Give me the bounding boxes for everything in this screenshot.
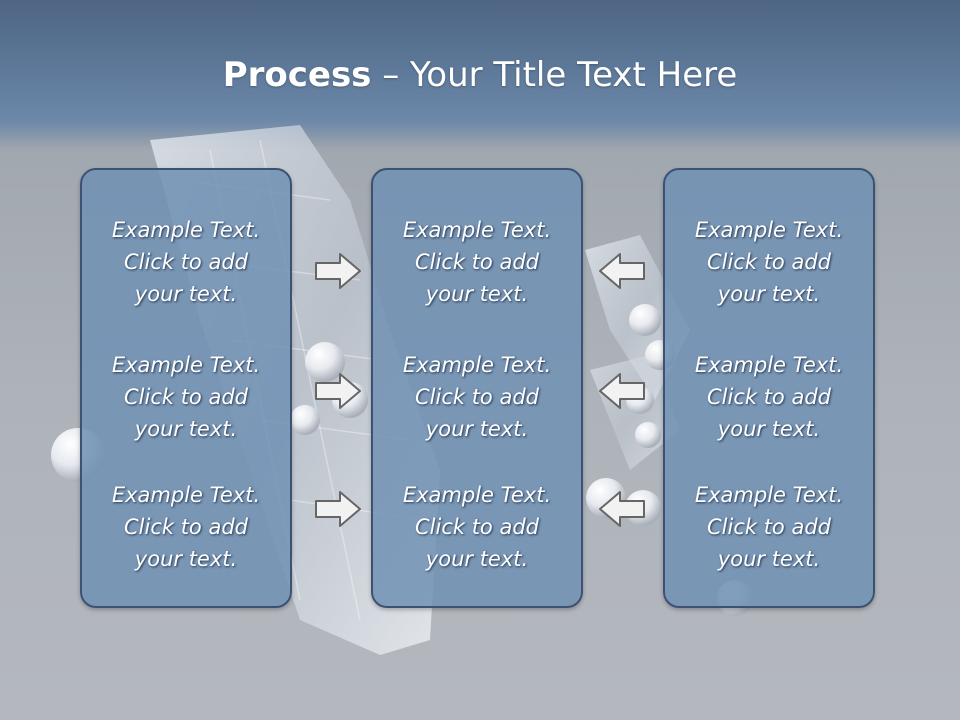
text-line: Example Text. — [694, 483, 844, 507]
arrow-left-icon[interactable] — [598, 371, 646, 411]
title-bold: Process — [222, 55, 372, 95]
text-item[interactable]: Example Text. Click to add your text. — [82, 214, 290, 310]
text-line: Click to add — [706, 515, 831, 539]
text-line: your text. — [717, 282, 821, 306]
pearl-shape — [290, 405, 320, 435]
process-box-left[interactable]: Example Text. Click to add your text. Exam… — [80, 168, 292, 608]
text-item[interactable]: Example Text. Click to add your text. — [82, 349, 290, 445]
text-line: Click to add — [123, 385, 248, 409]
text-line: your text. — [717, 417, 821, 441]
text-line: Example Text. — [111, 483, 261, 507]
text-item[interactable]: Example Text. Click to add your text. — [373, 479, 581, 575]
text-line: your text. — [134, 417, 238, 441]
text-line: Example Text. — [402, 483, 552, 507]
text-line: Example Text. — [402, 353, 552, 377]
title-rest: – Your Title Text Here — [371, 55, 738, 95]
text-line: Example Text. — [111, 218, 261, 242]
arrow-right-icon[interactable] — [314, 251, 362, 291]
title-band — [0, 0, 960, 150]
process-box-center[interactable]: Example Text. Click to add your text. Exam… — [371, 168, 583, 608]
text-item[interactable]: Example Text. Click to add your text. — [82, 479, 290, 575]
pearl-shape — [305, 342, 345, 382]
text-line: Example Text. — [111, 353, 261, 377]
text-item[interactable]: Example Text. Click to add your text. — [373, 349, 581, 445]
text-item[interactable]: Example Text. Click to add your text. — [665, 349, 873, 445]
text-line: Example Text. — [694, 218, 844, 242]
arrow-right-icon[interactable] — [314, 371, 362, 411]
text-line: your text. — [425, 282, 529, 306]
text-item[interactable]: Example Text. Click to add your text. — [665, 479, 873, 575]
slide-title[interactable]: Process – Your Title Text Here — [0, 50, 960, 100]
arrow-left-icon[interactable] — [598, 489, 646, 529]
text-item[interactable]: Example Text. Click to add your text. — [665, 214, 873, 310]
process-box-right[interactable]: Example Text. Click to add your text. Exam… — [663, 168, 875, 608]
pearl-shape — [635, 422, 661, 448]
text-line: your text. — [425, 547, 529, 571]
text-line: Example Text. — [402, 218, 552, 242]
text-line: Click to add — [123, 250, 248, 274]
text-line: your text. — [425, 417, 529, 441]
text-line: Click to add — [414, 385, 539, 409]
text-line: Click to add — [123, 515, 248, 539]
text-item[interactable]: Example Text. Click to add your text. — [373, 214, 581, 310]
text-line: your text. — [134, 547, 238, 571]
text-line: Click to add — [706, 385, 831, 409]
text-line: your text. — [134, 282, 238, 306]
arrow-left-icon[interactable] — [598, 251, 646, 291]
text-line: Example Text. — [694, 353, 844, 377]
text-line: your text. — [717, 547, 821, 571]
pearl-shape — [629, 304, 661, 336]
text-line: Click to add — [706, 250, 831, 274]
text-line: Click to add — [414, 515, 539, 539]
text-line: Click to add — [414, 250, 539, 274]
arrow-right-icon[interactable] — [314, 489, 362, 529]
